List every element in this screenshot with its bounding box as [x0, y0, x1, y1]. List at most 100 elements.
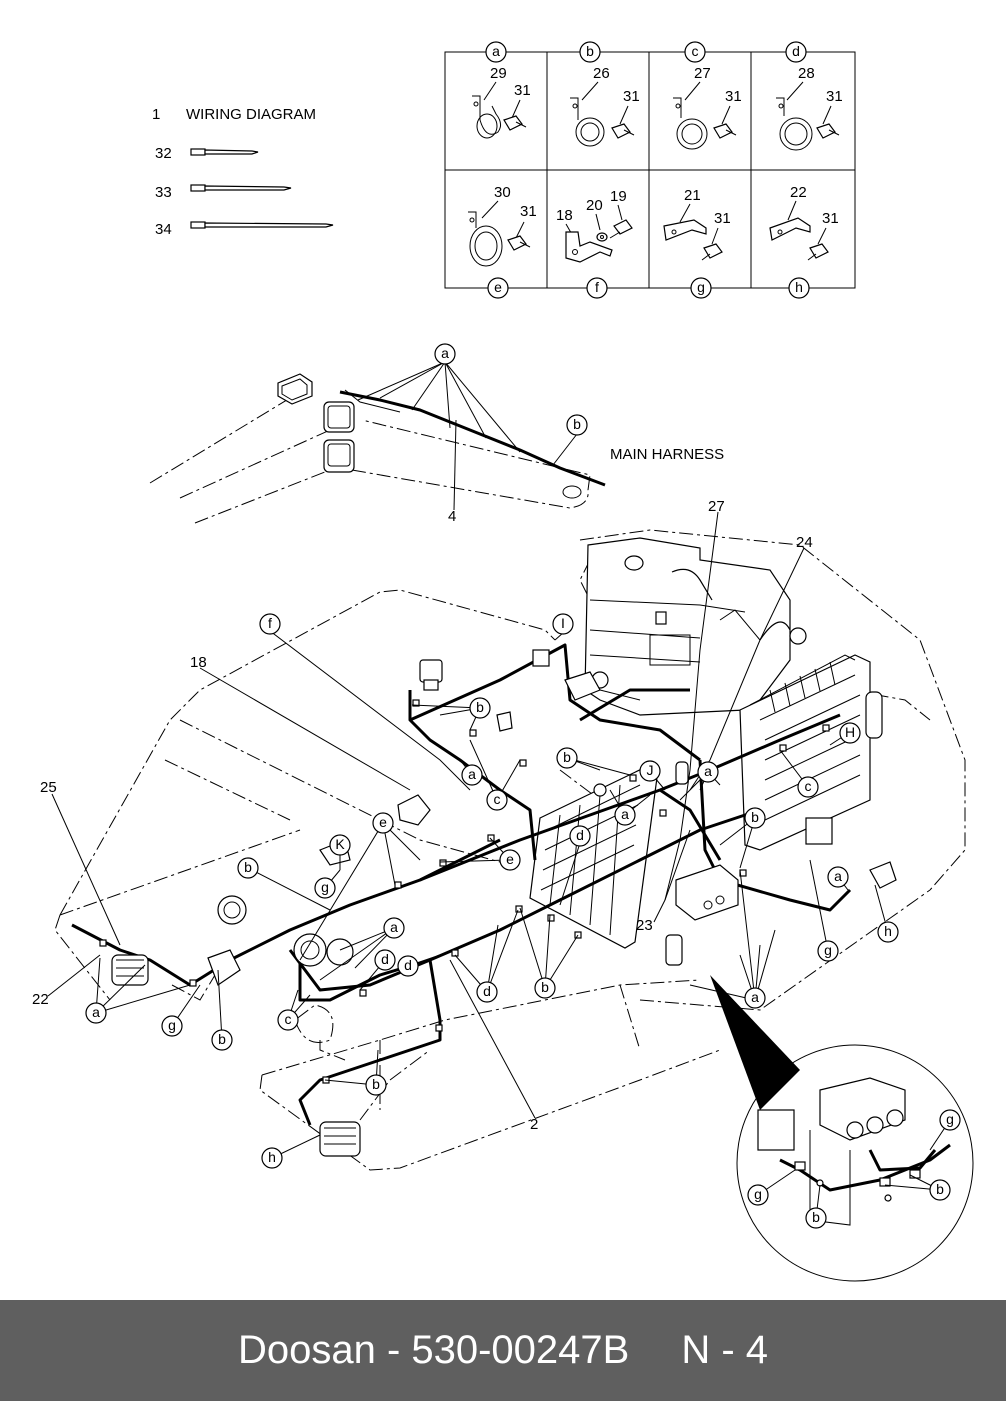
legend-text-wiring-diagram: WIRING DIAGRAM	[186, 106, 316, 123]
engine-block-icon	[584, 537, 807, 716]
svg-text:h: h	[268, 1149, 276, 1165]
svg-text:27: 27	[694, 65, 711, 82]
callout-b: b	[469, 697, 491, 719]
svg-text:d: d	[404, 957, 412, 973]
callout-g: g	[161, 1015, 183, 1037]
clamp-cell-b: 26 31	[570, 65, 640, 147]
svg-text:31: 31	[623, 88, 640, 105]
svg-text:b: b	[573, 416, 581, 432]
clamp-cell-d: 28 31	[776, 65, 843, 151]
svg-text:31: 31	[714, 210, 731, 227]
callout-b: b	[805, 1207, 827, 1229]
svg-text:d: d	[792, 43, 800, 59]
callout-b: b	[929, 1179, 951, 1201]
callout-b: b	[744, 807, 766, 829]
svg-text:e: e	[494, 279, 502, 295]
callout-a: a	[461, 764, 483, 786]
svg-text:c: c	[494, 791, 501, 807]
callout-H: H	[839, 722, 861, 744]
callout-e: e	[499, 849, 521, 871]
svg-text:d: d	[576, 827, 584, 843]
p-clamp-icon	[776, 97, 813, 151]
svg-text:18: 18	[556, 207, 573, 224]
svg-text:b: b	[586, 43, 594, 59]
bolt-icon	[701, 243, 723, 261]
svg-text:b: b	[936, 1181, 944, 1197]
svg-text:e: e	[379, 814, 387, 830]
svg-text:19: 19	[610, 188, 627, 205]
clamp-table: a b c d e f g h 29 31 26 31 27 31	[444, 41, 856, 299]
clamp-cell-f: 18 20 19	[556, 188, 633, 263]
svg-text:g: g	[697, 279, 705, 295]
callout-b: b	[566, 414, 588, 436]
callout-g: g	[314, 877, 336, 899]
callout-a: a	[85, 1002, 107, 1024]
filter-icon	[675, 761, 689, 785]
sensor-icon	[496, 711, 513, 732]
controller-icon	[805, 817, 833, 845]
radiator-icon	[739, 654, 883, 851]
svg-text:d: d	[381, 951, 389, 967]
boom-harness: a b 4 MAIN HARNESS	[149, 343, 724, 525]
clamp-cell-g: 21 31	[663, 187, 731, 261]
p-clamp-icon	[468, 211, 503, 267]
callout-K: K	[329, 834, 351, 856]
svg-text:g: g	[754, 1186, 762, 1202]
starter-icon	[293, 933, 327, 967]
angle-bracket-icon	[769, 217, 811, 241]
bolt-icon	[609, 219, 633, 239]
bracket-icon	[565, 231, 613, 263]
callout-a: a	[614, 804, 636, 826]
svg-text:20: 20	[586, 197, 603, 214]
svg-text:26: 26	[593, 65, 610, 82]
callout-d: d	[569, 825, 591, 847]
svg-text:h: h	[795, 279, 803, 295]
svg-text:c: c	[805, 778, 812, 794]
svg-text:b: b	[372, 1076, 380, 1092]
svg-text:22: 22	[790, 184, 807, 201]
work-lamp-icon	[323, 401, 355, 433]
alternator-icon	[326, 938, 354, 966]
callout-25: 25	[40, 779, 57, 796]
callout-a: a	[744, 987, 766, 1009]
bolt-icon	[503, 115, 527, 131]
angle-bracket-icon	[663, 219, 707, 241]
wiring-diagram: 1 WIRING DIAGRAM 32 33 34 a b c d e f g	[32, 41, 974, 1282]
clamp-cell-a: 29 31	[472, 65, 531, 139]
svg-text:a: a	[390, 919, 398, 935]
callout-c: c	[277, 1009, 299, 1031]
clamp-cell-c: 27 31	[673, 65, 742, 150]
clamp-cell-h: 22 31	[769, 184, 839, 261]
svg-text:31: 31	[520, 203, 537, 220]
main-letter-callouts: f I H J K b c a b a a c b e e d b g a d …	[85, 613, 961, 1229]
callout-g: g	[747, 1184, 769, 1206]
battery-relay-icon	[397, 794, 431, 826]
svg-text:I: I	[561, 615, 565, 631]
svg-text:a: a	[492, 43, 500, 59]
callout-d: d	[397, 955, 419, 977]
fuse-box-icon	[207, 949, 241, 986]
callout-e: e	[372, 812, 394, 834]
callout-I: I	[552, 613, 574, 635]
callout-J: J	[639, 760, 661, 782]
svg-text:31: 31	[725, 88, 742, 105]
bolt-icon	[611, 123, 635, 139]
callout-4: 4	[448, 508, 456, 525]
svg-text:a: a	[441, 345, 449, 361]
horn-rear-icon	[869, 861, 897, 889]
p-clamp-icon	[472, 95, 502, 139]
lamp-icon	[111, 954, 149, 986]
callout-27: 27	[708, 498, 725, 515]
callout-g: g	[817, 940, 839, 962]
switch-box-icon	[675, 864, 739, 921]
legend-num-32: 32	[155, 145, 172, 162]
svg-text:31: 31	[826, 88, 843, 105]
callout-b: b	[365, 1074, 387, 1096]
work-lamp-icon	[277, 373, 313, 405]
machine-outline	[54, 529, 966, 1171]
legend-num-34: 34	[155, 221, 172, 238]
svg-text:h: h	[884, 923, 892, 939]
svg-text:b: b	[218, 1031, 226, 1047]
svg-text:28: 28	[798, 65, 815, 82]
footer-brand: Doosan	[237, 1328, 376, 1372]
